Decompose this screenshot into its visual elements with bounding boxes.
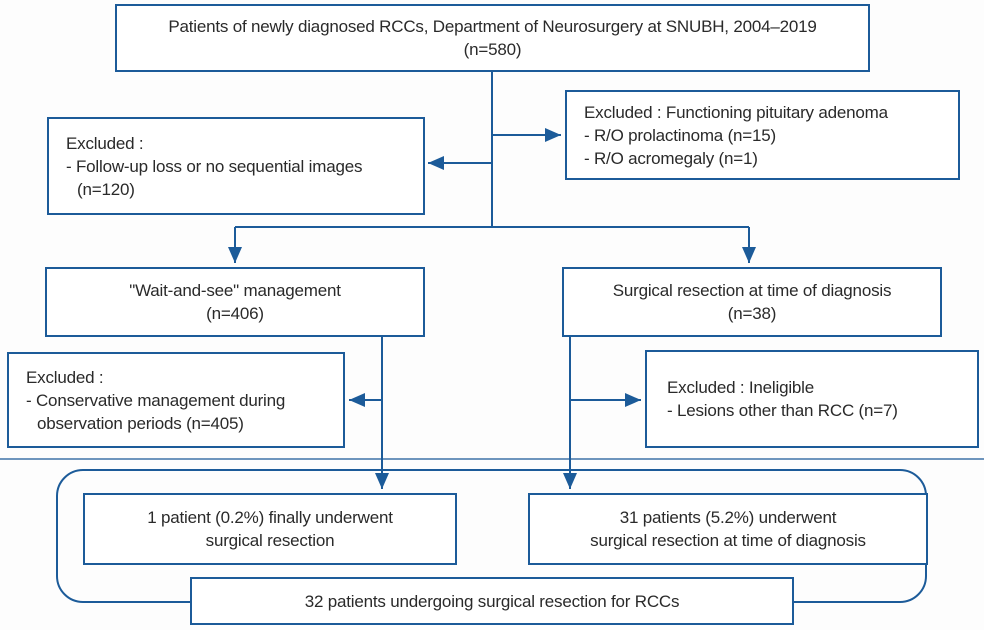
node-text: - R/O prolactinoma (n=15) xyxy=(584,125,776,145)
node-text: (n=120) xyxy=(77,179,135,199)
node-text: Surgical resection at time of diagnosis xyxy=(612,281,892,300)
node-text: surgical resection xyxy=(205,531,335,550)
node-text: - Lesions other than RCC (n=7) xyxy=(667,401,898,420)
node-text: (n=406) xyxy=(206,304,264,323)
node-excluded-pituitary: Excluded : Functioning pituitary adenoma… xyxy=(565,90,960,180)
node-one-patient-surgery: 1 patient (0.2%) finally underwent surgi… xyxy=(83,493,457,565)
node-text: 32 patients undergoing surgical resectio… xyxy=(304,591,680,611)
node-text: surgical resection at time of diagnosis xyxy=(590,531,866,550)
node-text: Excluded : Functioning pituitary adenoma xyxy=(584,102,888,122)
node-text: Excluded : Ineligible xyxy=(667,378,815,397)
node-text: - R/O acromegaly (n=1) xyxy=(584,148,758,168)
node-text: (n=580) xyxy=(463,40,522,59)
node-text: Patients of newly diagnosed RCCs, Depart… xyxy=(168,17,817,36)
node-text: Excluded : xyxy=(26,367,104,387)
node-surgical-resection: Surgical resection at time of diagnosis … xyxy=(562,267,942,337)
node-excluded-ineligible: Excluded : Ineligible - Lesions other th… xyxy=(645,350,979,448)
node-text: - Conservative management during xyxy=(26,390,286,410)
node-patients-total: Patients of newly diagnosed RCCs, Depart… xyxy=(115,4,870,72)
node-excluded-conservative: Excluded : - Conservative management dur… xyxy=(7,352,345,448)
node-text: "Wait-and-see" management xyxy=(129,281,341,300)
node-wait-and-see: "Wait-and-see" management (n=406) xyxy=(45,267,425,337)
node-text: 31 patients (5.2%) underwent xyxy=(619,508,837,527)
node-thirty-one-patients-surgery: 31 patients (5.2%) underwent surgical re… xyxy=(528,493,928,565)
node-excluded-followup: Excluded : - Follow-up loss or no sequen… xyxy=(47,117,425,215)
node-text: - Follow-up loss or no sequential images xyxy=(66,156,363,176)
node-thirty-two-patients-total: 32 patients undergoing surgical resectio… xyxy=(190,577,794,625)
node-text: Excluded : xyxy=(66,133,144,153)
node-text: observation periods (n=405) xyxy=(37,413,244,433)
node-text: (n=38) xyxy=(727,304,777,323)
node-text: 1 patient (0.2%) finally underwent xyxy=(147,508,393,527)
